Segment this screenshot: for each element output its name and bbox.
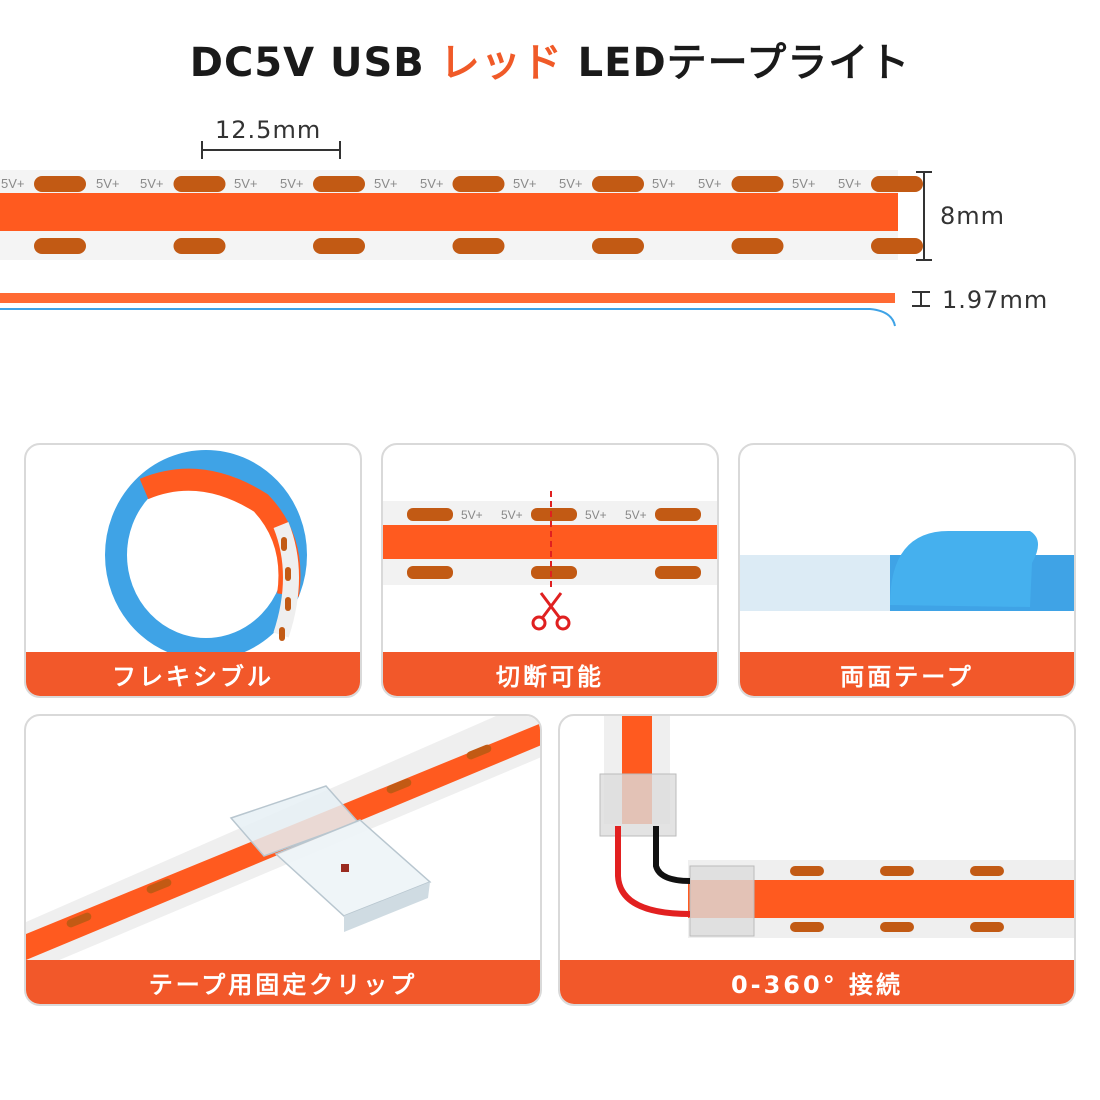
feature-label-clip: テープ用固定クリップ	[26, 960, 540, 1004]
solder-pad	[731, 238, 784, 254]
feature-label-connector: 0-360° 接続	[560, 960, 1074, 1004]
feature-card-connector: 0-360° 接続	[558, 714, 1076, 1006]
thickness-dimension-line	[912, 291, 930, 307]
strip-marking: 5V+	[1, 176, 25, 191]
strip-marking: 5V+	[698, 176, 722, 191]
strip-marking: 5V+	[792, 176, 816, 191]
adhesive-tape-image	[740, 530, 1074, 611]
solder-pad	[452, 238, 505, 254]
strip-marking: 5V+	[280, 176, 304, 191]
led-band	[0, 193, 898, 231]
feature-label-tape: 両面テープ	[740, 652, 1074, 696]
pitch-dimension-line	[201, 141, 341, 159]
clip-body	[229, 785, 432, 932]
solder-pad	[313, 176, 365, 192]
feature-card-flexible: フレキシブル	[24, 443, 362, 698]
solder-pad	[34, 238, 86, 254]
title-accent: レッド	[439, 40, 563, 86]
solder-pad	[452, 176, 505, 192]
width-dimension-line	[916, 171, 932, 261]
pitch-label: 12.5mm	[215, 116, 322, 144]
solder-pad	[731, 176, 784, 192]
solder-pad	[592, 176, 644, 192]
thickness-label: 1.97mm	[942, 286, 1049, 314]
width-label: 8mm	[940, 202, 1006, 230]
strip-top-pads	[34, 176, 923, 192]
strip-marking: 5V+	[96, 176, 120, 191]
feature-card-clip: テープ用固定クリップ	[24, 714, 542, 1006]
tape-side-view	[0, 308, 896, 327]
strip-marking: 5V+	[625, 508, 647, 522]
strip-markings: 5V+ 5V+ 5V+ 5V+ 5V+ 5V+ 5V+ 5V+ 5V+ 5V+ …	[1, 176, 862, 191]
strip-marking: 5V+	[140, 176, 164, 191]
led-strip-diagram: 5V+ 5V+ 5V+ 5V+ 5V+ 5V+ 5V+ 5V+ 5V+ 5V+ …	[0, 141, 932, 327]
strip-marking: 5V+	[234, 176, 258, 191]
feature-label-flexible: フレキシブル	[26, 652, 360, 696]
strip-bottom-pads	[34, 238, 923, 254]
strip-marking: 5V+	[513, 176, 537, 191]
feature-label-cuttable: 切断可能	[383, 652, 717, 696]
strip-side-view	[0, 293, 895, 303]
coiled-strip-image	[105, 450, 307, 660]
cut-point-image: 5V+ 5V+ 5V+ 5V+	[383, 491, 717, 631]
solder-pad	[34, 176, 86, 192]
page-title: DC5V USB レッド LEDテープライト	[0, 30, 1100, 88]
solder-pad	[592, 238, 644, 254]
solder-pad	[173, 176, 226, 192]
mounting-clip-image	[26, 716, 540, 974]
strip-marking: 5V+	[461, 508, 483, 522]
scissors-icon	[531, 592, 571, 631]
solder-pad	[313, 238, 365, 254]
solder-pad	[871, 176, 923, 192]
strip-marking: 5V+	[374, 176, 398, 191]
title-prefix: DC5V USB	[189, 40, 440, 86]
strip-marking: 5V+	[559, 176, 583, 191]
feature-card-tape: 両面テープ	[738, 443, 1076, 698]
solder-pad	[173, 238, 226, 254]
strip-marking: 5V+	[501, 508, 523, 522]
feature-card-cuttable: 5V+ 5V+ 5V+ 5V+ 切断可能	[381, 443, 719, 698]
strip-marking: 5V+	[652, 176, 676, 191]
connector-image	[599, 716, 1074, 938]
title-suffix: LEDテープライト	[562, 40, 911, 86]
solder-pad	[871, 238, 923, 254]
strip-marking: 5V+	[420, 176, 444, 191]
strip-marking: 5V+	[585, 508, 607, 522]
strip-marking: 5V+	[838, 176, 862, 191]
